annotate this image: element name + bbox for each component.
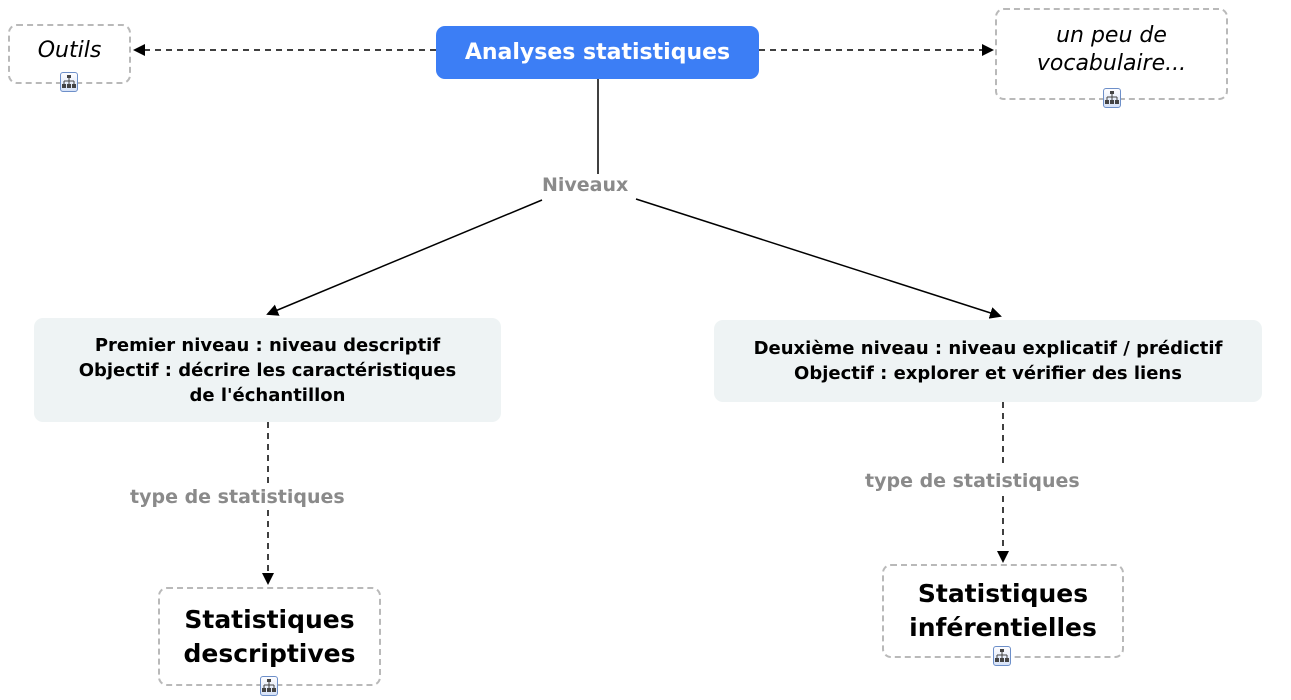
- stat-descriptives-node[interactable]: Statistiques descriptives: [158, 587, 381, 686]
- level1-node[interactable]: Premier niveau : niveau descriptif Objec…: [34, 318, 501, 422]
- vocab-node[interactable]: un peu de vocabulaire...: [995, 8, 1228, 100]
- level2-line2: Objectif : explorer et vérifier des lien…: [794, 363, 1182, 384]
- link-label-type-left: type de statistiques: [130, 486, 345, 508]
- outils-label: Outils: [37, 38, 102, 63]
- root-label: Analyses statistiques: [464, 40, 731, 65]
- level2-line1: Deuxième niveau : niveau explicatif / pr…: [753, 338, 1223, 359]
- link-niveaux-level1: [266, 199, 543, 316]
- concept-map-icon[interactable]: [60, 72, 78, 92]
- concept-map-icon[interactable]: [260, 676, 278, 696]
- stat-inferentielles-node[interactable]: Statistiques inférentielles: [882, 564, 1124, 658]
- root-node[interactable]: Analyses statistiques: [436, 26, 759, 79]
- concept-map-icon[interactable]: [1103, 88, 1121, 108]
- link-label-type-right: type de statistiques: [865, 470, 1080, 492]
- stat-inf-line2: inférentielles: [909, 613, 1097, 642]
- level1-line1: Premier niveau : niveau descriptif: [94, 334, 441, 356]
- level1-line3: de l'échantillon: [189, 384, 346, 406]
- link-niveaux-level2: [635, 198, 1002, 319]
- level1-line2: Objectif : décrire les caractéristiques: [78, 359, 457, 381]
- stat-desc-line2: descriptives: [183, 638, 356, 668]
- concept-map-icon[interactable]: [993, 646, 1011, 666]
- link-label-niveaux: Niveaux: [538, 174, 633, 196]
- stat-inf-line1: Statistiques: [917, 579, 1089, 608]
- vocab-line1: un peu de: [1056, 23, 1167, 48]
- stat-desc-line1: Statistiques: [184, 604, 355, 634]
- level2-node[interactable]: Deuxième niveau : niveau explicatif / pr…: [714, 320, 1262, 402]
- outils-node[interactable]: Outils: [8, 24, 131, 84]
- vocab-line2: vocabulaire...: [1036, 51, 1187, 76]
